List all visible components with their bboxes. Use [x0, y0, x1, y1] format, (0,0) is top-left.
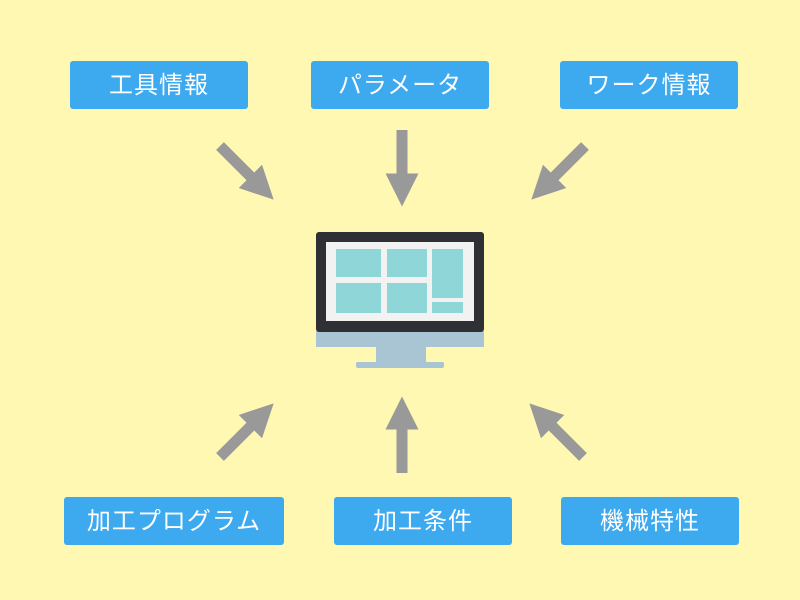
- tool-info-box: 工具情報: [70, 61, 248, 109]
- screen-panel: [387, 249, 427, 277]
- monitor-chin: [316, 331, 484, 347]
- arrow-from-machining-program: [216, 403, 274, 461]
- machining-program-box: 加工プログラム: [64, 497, 284, 545]
- machining-conditions-box: 加工条件: [334, 497, 512, 545]
- monitor-stand-base: [356, 362, 444, 368]
- arrow-from-tool-info: [216, 142, 274, 200]
- screen-panel: [336, 283, 381, 313]
- screen-panel: [432, 302, 463, 313]
- parameters-box: パラメータ: [311, 61, 489, 109]
- screen-panel: [336, 249, 381, 277]
- arrow-from-machine-characteristics: [529, 403, 587, 461]
- screen-panel: [387, 283, 427, 313]
- arrow-from-work-info: [531, 142, 589, 200]
- monitor-stand-neck: [376, 346, 426, 362]
- screen-panel: [432, 249, 463, 298]
- machine-characteristics-box: 機械特性: [561, 497, 739, 545]
- work-info-box: ワーク情報: [560, 61, 738, 109]
